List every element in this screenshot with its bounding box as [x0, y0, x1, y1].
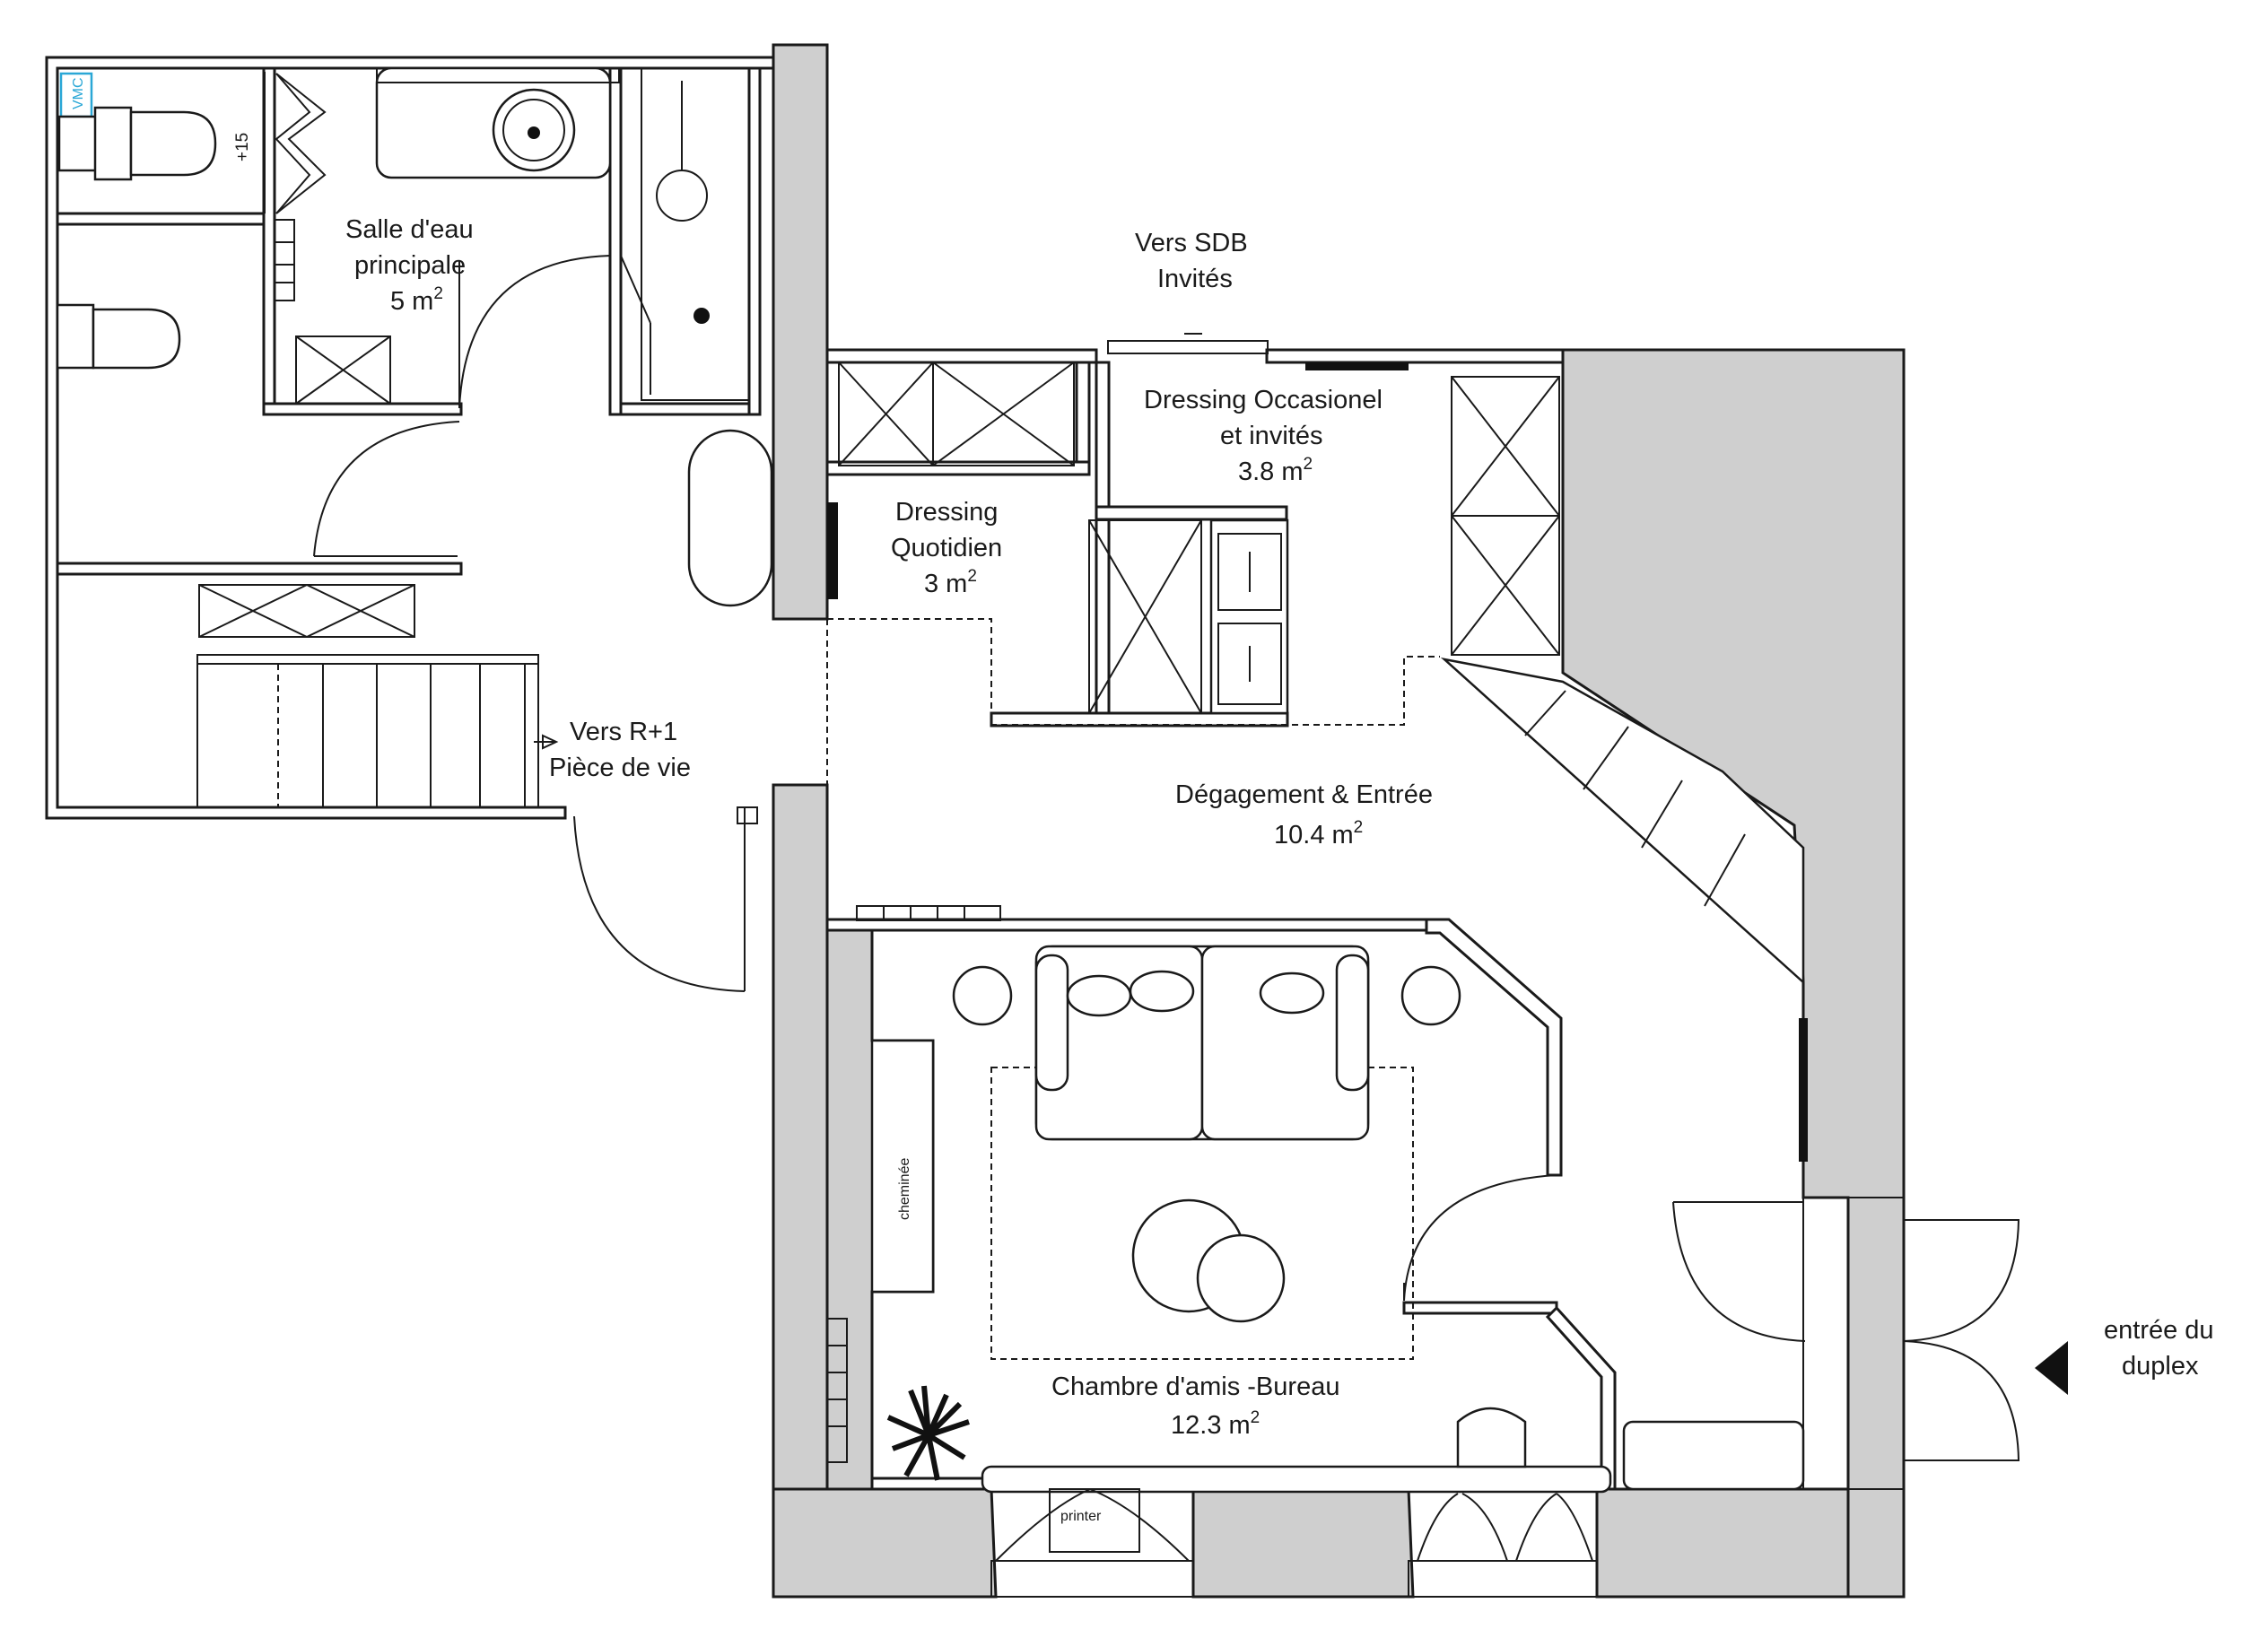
vers-sdb-line2: Invités: [1157, 265, 1233, 293]
printer-label: printer: [1060, 1509, 1102, 1524]
chambre-area: 12.3 m2: [1171, 1408, 1260, 1440]
room-labels: Salle d'eau principale 5 m2 Vers SDB Inv…: [345, 215, 2214, 1440]
staircase: [196, 584, 559, 808]
dressing-occasionel-line2: et invités: [1220, 422, 1322, 450]
chambre-line1: Chambre d'amis -Bureau: [1051, 1372, 1339, 1401]
dressing-quotidien-line1: Dressing: [895, 498, 998, 527]
dressing-quotidien-area: 3 m2: [924, 567, 977, 598]
dressing-occasionel-area: 3.8 m2: [1238, 455, 1313, 486]
vmc-label: VMC: [71, 77, 86, 109]
doors: [313, 255, 2020, 1490]
entree-line1: entrée du: [2104, 1316, 2214, 1345]
dressing-occasionel-line1: Dressing Occasionel: [1144, 386, 1383, 414]
step-height-label: +15: [233, 133, 252, 161]
cheminee-label: cheminée: [897, 1158, 912, 1220]
entrance-arrow-icon: [2035, 1341, 2068, 1395]
plant-icon: [886, 1385, 970, 1481]
vers-sdb-line1: Vers SDB: [1135, 229, 1248, 257]
bedroom-furniture: cheminée: [826, 905, 1805, 1598]
stone-walls: [772, 43, 1906, 1599]
salle-eau-line2: principale: [354, 251, 466, 280]
degagement-line1: Dégagement & Entrée: [1175, 780, 1433, 809]
vers-r1-line1: Vers R+1: [570, 718, 677, 746]
entree-line2: duplex: [2122, 1352, 2199, 1381]
vers-r1-line2: Pièce de vie: [549, 754, 691, 782]
degagement-area: 10.4 m2: [1274, 818, 1363, 849]
wardrobes: [827, 362, 1808, 1162]
salle-eau-area: 5 m2: [390, 284, 443, 316]
bathroom-fixtures: VMC +15: [56, 66, 773, 607]
salle-eau-line1: Salle d'eau: [345, 215, 474, 244]
dressing-quotidien-line2: Quotidien: [891, 534, 1002, 562]
